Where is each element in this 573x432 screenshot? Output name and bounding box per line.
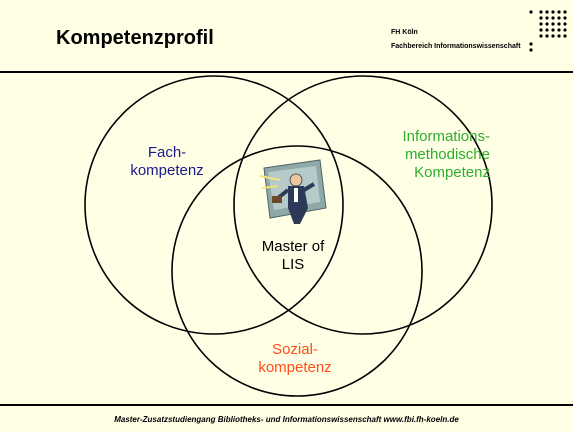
dot-grid-icon [529, 10, 567, 52]
label-master-line2: LIS [281, 256, 305, 273]
institution-name: FH Köln [391, 29, 418, 36]
label-sozial-line1: Sozial- [272, 341, 318, 358]
label-info-line2: methodische [404, 146, 490, 163]
footer: Master-Zusatzstudiengang Bibliotheks- un… [0, 404, 573, 432]
circle-sozialkompetenz [171, 145, 423, 397]
label-info-line3: Kompetenz [414, 164, 490, 181]
label-informationsmethodisch: Informations- methodische Kompetenz [330, 128, 490, 182]
label-master-of-lis: Master of LIS [238, 238, 348, 274]
footer-text: Master-Zusatzstudiengang Bibliotheks- un… [114, 415, 459, 424]
label-master-line1: Master of [261, 238, 325, 255]
label-fachkompetenz: Fach- kompetenz [112, 144, 222, 180]
slide-title: Kompetenzprofil [56, 27, 214, 49]
label-fach-line1: Fach- [147, 144, 187, 161]
header: Kompetenzprofil FH Köln Fachbereich Info… [0, 0, 573, 73]
businessman-clipart-icon [259, 159, 327, 224]
label-fach-line2: kompetenz [130, 162, 204, 179]
department-name: Fachbereich Informationswissenschaft [391, 43, 521, 50]
label-sozialkompetenz: Sozial- kompetenz [240, 341, 350, 377]
label-info-line1: Informations- [402, 128, 490, 145]
circle-informationsmethodisch [233, 75, 493, 335]
label-sozial-line2: kompetenz [258, 359, 332, 376]
circle-fachkompetenz [84, 75, 344, 335]
